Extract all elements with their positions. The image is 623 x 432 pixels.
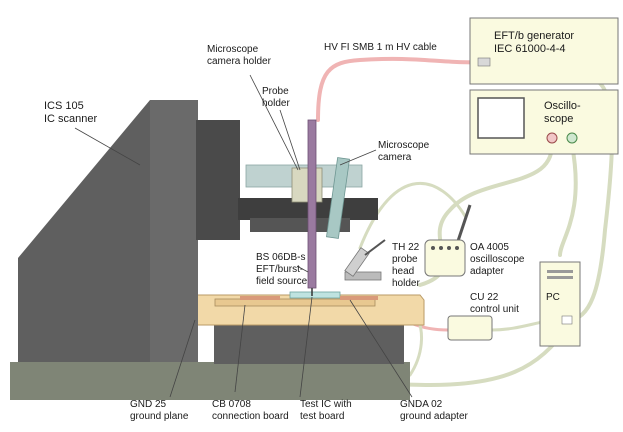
- probe-head-holder: [344, 239, 386, 281]
- test-board: [289, 291, 341, 299]
- scope-knob-right: [566, 132, 578, 144]
- lower-block: [214, 318, 404, 364]
- label-gnda02: GNDA 02 ground adapter: [400, 399, 468, 422]
- scanner-frame: [18, 100, 150, 362]
- board-pad-left: [240, 296, 280, 300]
- cu22-box: [447, 315, 493, 341]
- label-cu22: CU 22 control unit: [470, 292, 519, 315]
- label-th22: TH 22 probe head holder: [392, 242, 420, 289]
- label-microscope-camera-holder: Microscope camera holder: [207, 44, 271, 67]
- probe-holder-block: [291, 167, 323, 203]
- generator-box: [469, 17, 619, 85]
- table-base: [10, 362, 410, 400]
- label-bs06db: BS 06DB-s EFT/burst- field source: [256, 252, 308, 287]
- scanner-arm-lower: [250, 218, 350, 232]
- label-hv-cable: HV FI SMB 1 m HV cable: [324, 42, 437, 53]
- connection-board: [214, 298, 376, 307]
- label-oa4005: OA 4005 oscilloscope adapter: [470, 242, 525, 277]
- oa4005-adapter: [424, 239, 466, 277]
- hv-cable: [316, 56, 490, 122]
- oa-cable: [358, 182, 467, 250]
- label-generator: EFT/b generator IEC 61000-4-4: [494, 30, 575, 55]
- label-probe-holder: Probe holder: [262, 86, 290, 109]
- microscope-camera: [326, 157, 350, 239]
- gen-connector: [477, 57, 491, 67]
- label-gnd25: GND 25 ground plane: [130, 399, 189, 422]
- label-oscilloscope: Oscillo- scope: [544, 100, 581, 125]
- probe-shaft: [307, 119, 317, 289]
- leader-lines: [74, 74, 413, 398]
- label-ics105: ICS 105 IC scanner: [44, 100, 98, 125]
- oscilloscope-screen: [477, 97, 525, 139]
- board-pad-right: [340, 296, 378, 300]
- label-pc: PC: [546, 292, 560, 303]
- label-test-ic: Test IC with test board: [300, 399, 352, 422]
- scope-knob-left: [546, 132, 558, 144]
- label-cb0708: CB 0708 connection board: [212, 399, 289, 422]
- scanner-column: [150, 100, 198, 362]
- label-microscope-camera: Microscope camera: [378, 140, 430, 163]
- scanner-head: [196, 120, 240, 240]
- pc-tower: [539, 261, 581, 347]
- scope-cable-right: [558, 143, 578, 257]
